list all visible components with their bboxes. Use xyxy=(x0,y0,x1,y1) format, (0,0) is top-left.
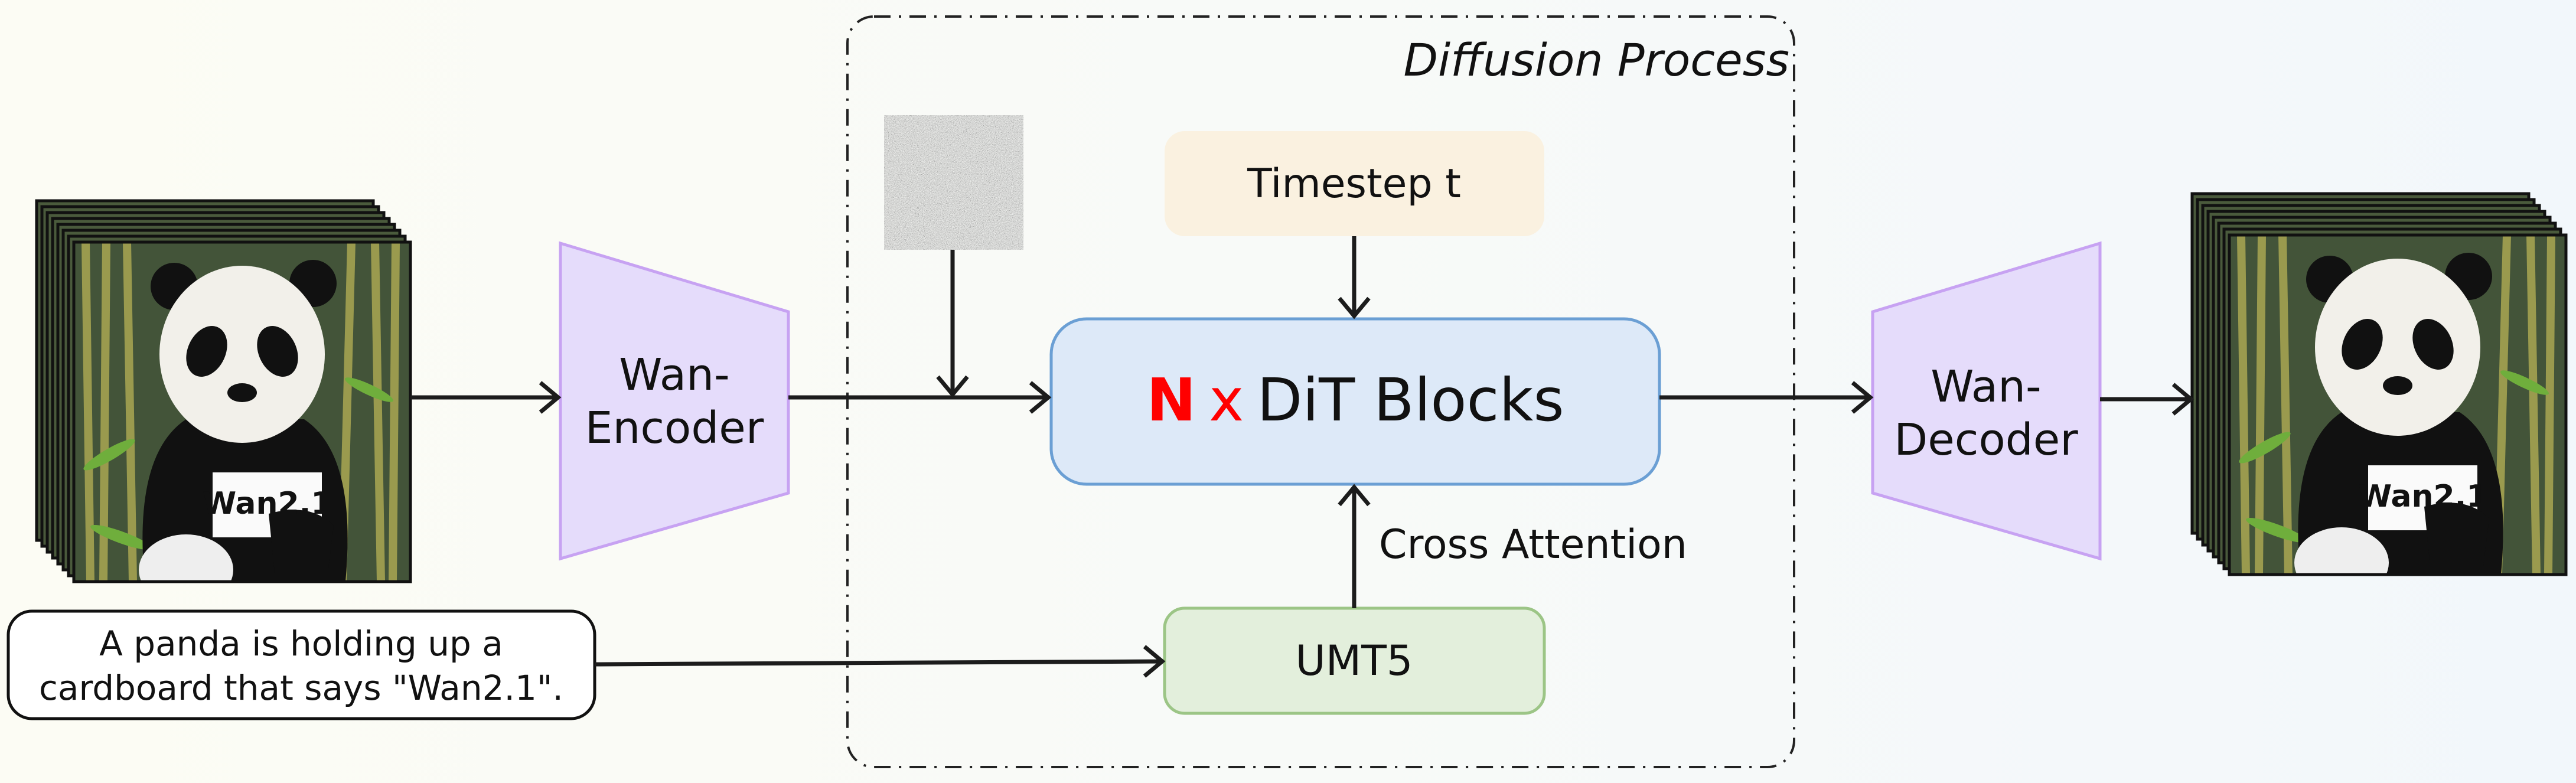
input-video-frames: Wan2.1 xyxy=(35,199,412,605)
arrow-dit-to-decoder xyxy=(1659,381,1874,414)
prompt-box xyxy=(6,609,596,720)
prompt-line1: A panda is holding up a xyxy=(99,624,503,664)
diffusion-process-label: Diffusion Process xyxy=(1404,34,1790,86)
cross-attention-label: Cross Attention xyxy=(1379,521,1687,568)
wan-decoder-block xyxy=(1871,241,2102,561)
arrow-noise-to-input xyxy=(936,250,969,398)
dit-text: DiT Blocks xyxy=(1257,366,1564,435)
sign-text: Wan2.1 xyxy=(203,486,332,521)
dit-x: x xyxy=(1209,366,1244,435)
wan-encoder-block xyxy=(559,241,790,561)
dit-blocks xyxy=(1049,317,1661,486)
arrow-decoder-to-video xyxy=(2100,383,2195,416)
decoder-label-line1: Wan- xyxy=(1931,361,2041,412)
output-video-frames: Wan2.1 xyxy=(2190,192,2568,598)
encoder-label-line1: Wan- xyxy=(619,350,729,400)
front-frame-border xyxy=(72,240,412,583)
encoder-label-line2: Encoder xyxy=(585,403,764,454)
front-frame-border xyxy=(2228,233,2568,576)
decoder-label-line2: Decoder xyxy=(1894,415,2078,465)
sign-text: Wan2.1 xyxy=(2358,479,2488,514)
diffusion-process-group xyxy=(846,15,1795,768)
dit-n: N xyxy=(1146,366,1196,435)
umt5-label: UMT5 xyxy=(1296,637,1413,685)
prompt-line2: cardboard that says "Wan2.1". xyxy=(39,668,563,708)
arrows xyxy=(410,236,2195,678)
noise-latent-image xyxy=(884,115,1023,250)
arrow-encoder-to-dit xyxy=(788,381,1052,414)
arrow-timestep-to-dit xyxy=(1338,236,1371,319)
panda-frame-image xyxy=(74,242,410,605)
arrow-prompt-to-umt5 xyxy=(594,645,1166,678)
timestep-block xyxy=(1165,131,1544,236)
arrow-video-to-encoder xyxy=(410,381,562,414)
arrow-umt5-to-dit xyxy=(1338,484,1371,608)
timestep-label: Timestep t xyxy=(1247,161,1461,207)
panda-frame-image xyxy=(2229,235,2566,598)
